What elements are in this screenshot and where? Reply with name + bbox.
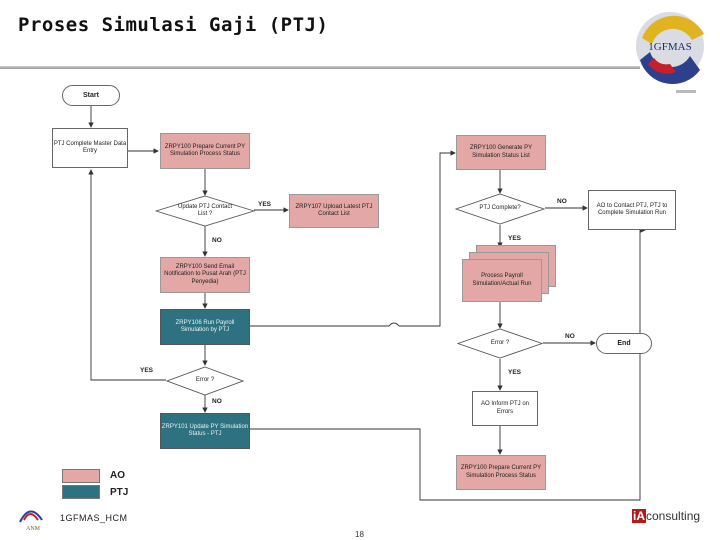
brand-consulting: consulting	[646, 509, 701, 523]
zrpy107-box: ZRPY107 Upload Latest PTJ Contact List	[289, 194, 379, 228]
title-divider	[0, 66, 640, 69]
ao-contact-box: AO to Contact PTJ, PTJ to Complete Simul…	[588, 190, 676, 230]
zrpy100-generate-box: ZRPY100 Generate PY Simulation Status Li…	[456, 135, 546, 170]
footer-project-code: 1GFMAS_HCM	[60, 513, 128, 523]
decision-ptj-complete: PTJ Complete?	[455, 193, 545, 225]
zrpy100-final-box: ZRPY100 Prepare Current PY Simulation Pr…	[456, 455, 546, 490]
brand-ia: iA	[632, 509, 646, 523]
legend-swatch-ao	[62, 469, 100, 483]
label-no-update: NO	[212, 237, 222, 244]
page-number: 18	[355, 530, 364, 539]
zrpy100-prepare-box: ZRPY100 Prepare Current PY Simulation Pr…	[160, 133, 250, 169]
zrpy100-email-box: ZRPY100 Send Email Notification to Pusat…	[160, 257, 250, 293]
legend-swatch-ptj	[62, 485, 100, 499]
ao-inform-box: AO Inform PTJ on Errors	[472, 391, 538, 426]
label-yes-update: YES	[258, 201, 272, 208]
legend-label-ptj: PTJ	[110, 487, 129, 498]
decision-error-right: Error ?	[457, 328, 543, 359]
zrpy106-box: ZRPY106 Run Payroll Simulation by PTJ	[160, 309, 250, 345]
decision-error-right-text: Error ?	[490, 339, 510, 346]
decision-update-ptj: Update PTJ Contact List ?	[155, 195, 255, 227]
process-payroll-box: Process Payroll Simulation/Actual Run	[462, 259, 542, 302]
decision-update-ptj-text: Update PTJ Contact List ?	[177, 203, 233, 218]
label-yes-complete: YES	[508, 235, 522, 242]
zrpy101-box: ZRPY101 Update PY Simulation Status - PT…	[160, 413, 250, 449]
label-yes-error-left: YES	[140, 367, 154, 374]
label-no-complete: NO	[557, 198, 567, 205]
start-node: Start	[62, 85, 120, 106]
label-no-error-left: NO	[212, 398, 222, 405]
legend-label-ao: AO	[110, 470, 125, 481]
label-yes-error-right: YES	[508, 369, 522, 376]
label-no-error-right: NO	[565, 333, 575, 340]
decision-error-left: Error ?	[166, 366, 244, 396]
master-data-box: PTJ Complete Master Data Entry	[52, 128, 128, 168]
decision-error-left-text: Error ?	[195, 377, 215, 384]
decision-ptj-complete-text: PTJ Complete?	[479, 205, 521, 212]
brand-logo: iAconsulting	[632, 509, 700, 523]
page-title: Proses Simulasi Gaji (PTJ)	[18, 14, 329, 36]
end-node: End	[596, 333, 652, 354]
